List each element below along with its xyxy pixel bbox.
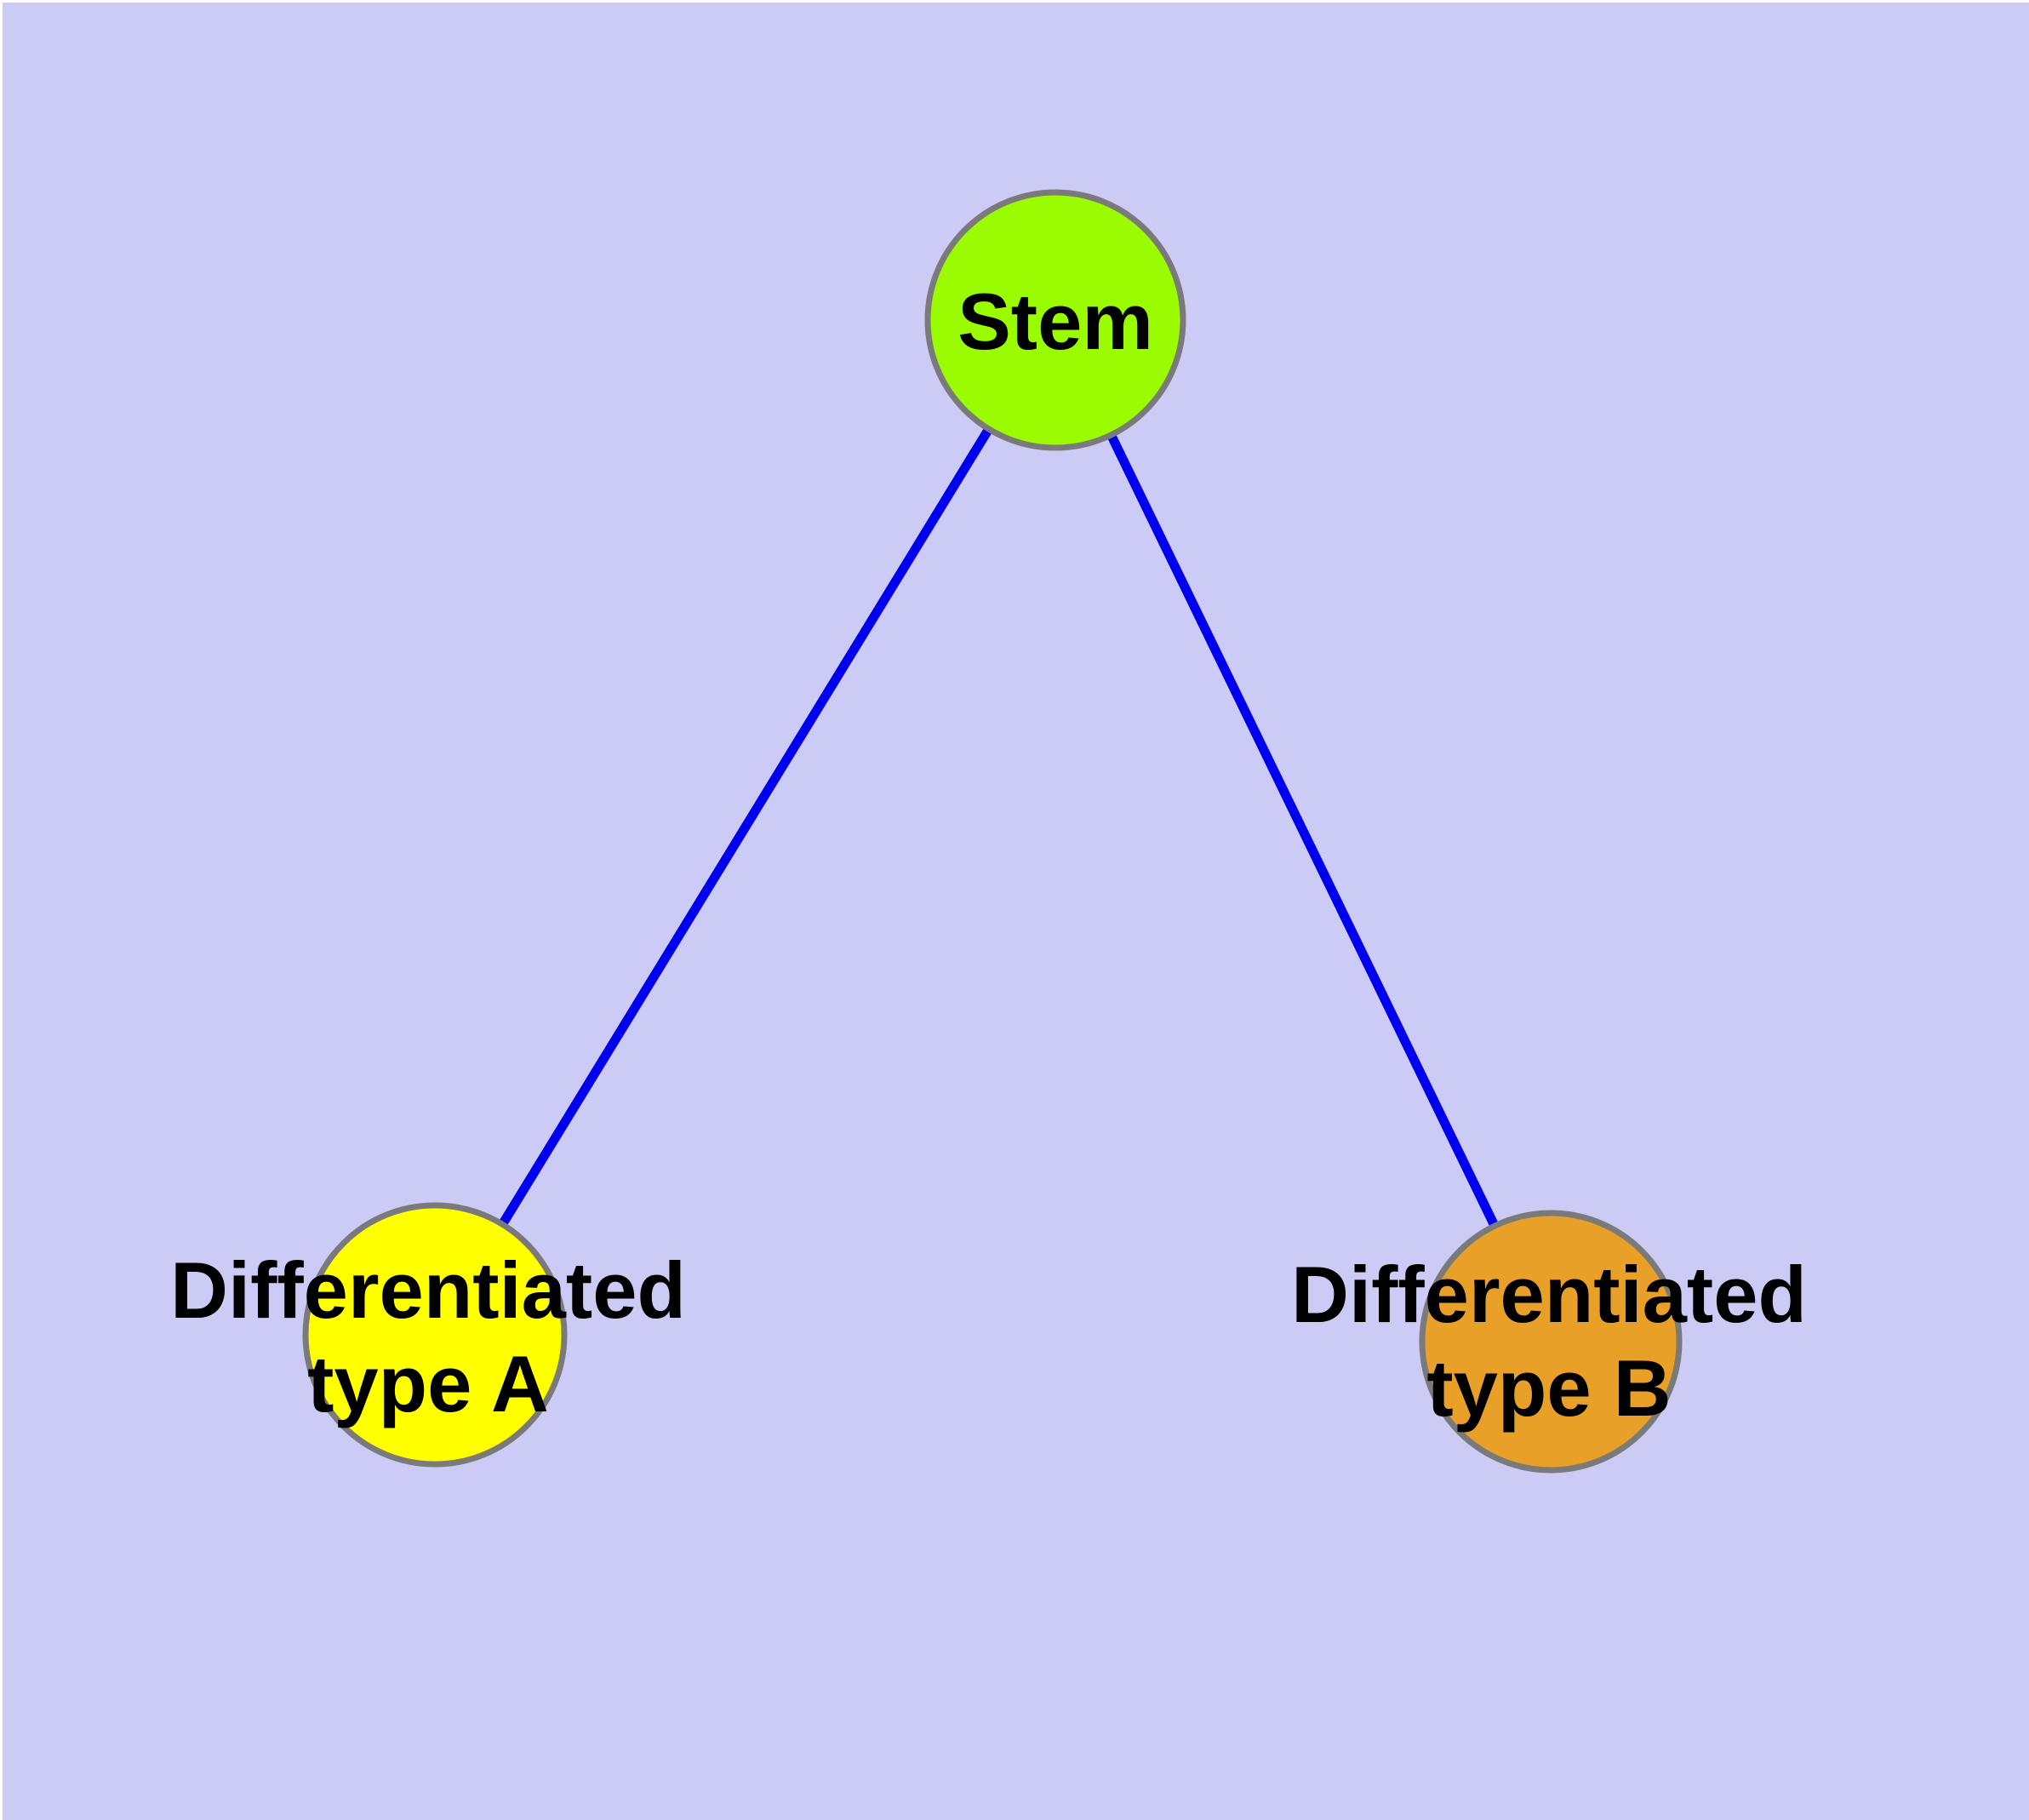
node-differentiated-type-b-label: Differentiated type B xyxy=(1291,1248,1807,1435)
node-differentiated-type-a-label: Differentiated type A xyxy=(170,1244,686,1431)
node-stem-label: Stem xyxy=(957,275,1153,369)
graph-svg xyxy=(3,3,2029,1820)
edge-stem-to-type-b xyxy=(1051,318,1555,1344)
node-differentiated-type-b-label-line2: type B xyxy=(1426,1343,1672,1433)
node-stem-circle xyxy=(924,189,1186,451)
edge-stem-to-type-a xyxy=(431,318,1060,1337)
node-differentiated-type-b-label-line1: Differentiated xyxy=(1291,1250,1807,1339)
node-differentiated-type-a-circle xyxy=(302,1202,568,1468)
node-differentiated-type-a-label-line2: type A xyxy=(307,1339,549,1428)
node-stem-label-text: Stem xyxy=(957,277,1153,366)
node-differentiated-type-b-circle xyxy=(1419,1210,1683,1474)
node-differentiated-type-a-label-line1: Differentiated xyxy=(170,1245,686,1335)
